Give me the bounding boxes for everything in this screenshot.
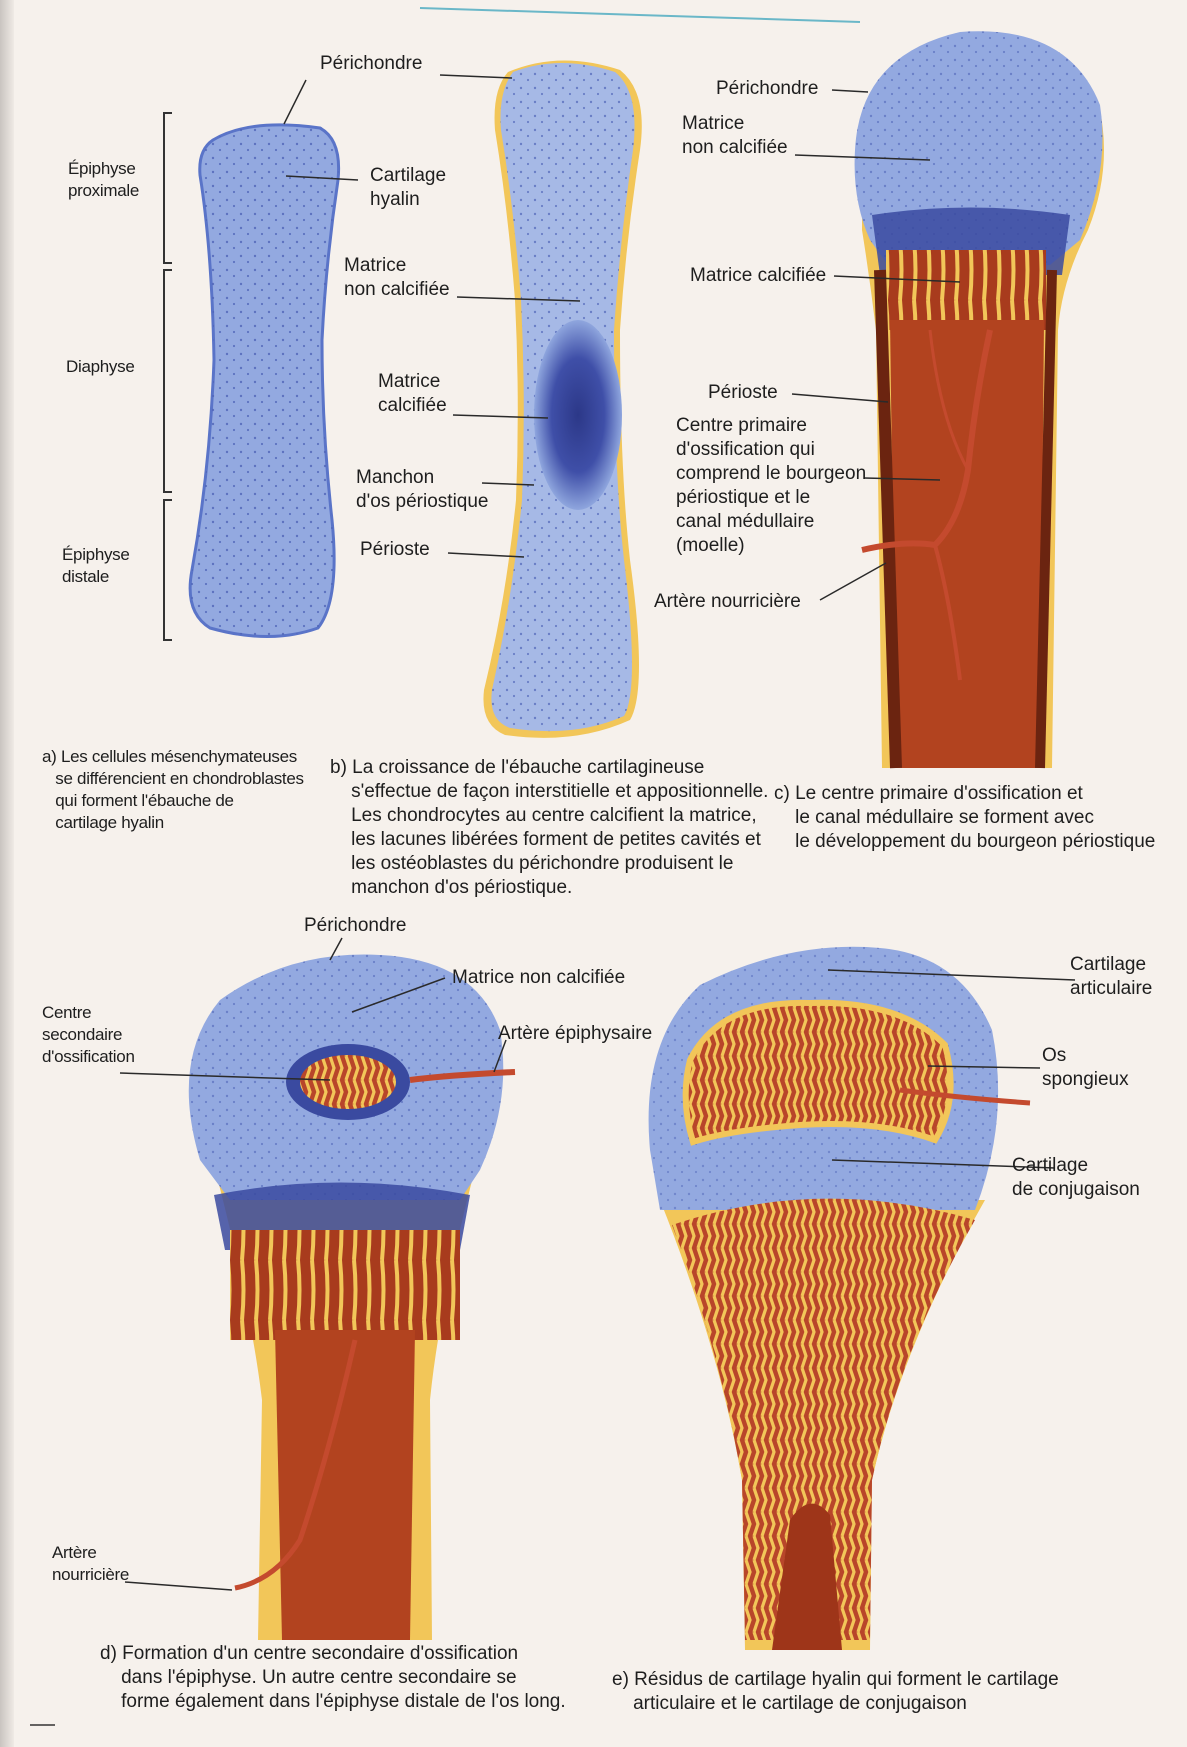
label-b-perioste: Périoste bbox=[360, 538, 430, 562]
panel-e-cartilage-remnants bbox=[649, 947, 1030, 1650]
label-e-cartilage-conjugaison: Cartilage de conjugaison bbox=[1012, 1154, 1140, 1202]
label-a-cartilage-hyalin: Cartilage hyalin bbox=[370, 164, 446, 212]
label-d-matrice-non-calcifiee: Matrice non calcifiée bbox=[452, 966, 625, 990]
label-c-matrice-non-calcifiee: Matrice non calcifiée bbox=[682, 112, 788, 160]
label-d-artere-epiphysaire: Artère épiphysaire bbox=[498, 1022, 652, 1046]
label-c-perichondre: Périchondre bbox=[716, 77, 818, 101]
label-b-matrice-calcifiee: Matrice calcifiée bbox=[378, 370, 447, 418]
panel-a-cartilage-model bbox=[190, 125, 338, 637]
panel-b-growing-model bbox=[483, 60, 641, 737]
caption-e: e) Résidus de cartilage hyalin qui forme… bbox=[612, 1668, 1059, 1716]
label-b-matrice-non-calcifiee: Matrice non calcifiée bbox=[344, 254, 450, 302]
panel-c-primary-center bbox=[855, 31, 1104, 768]
label-a-diaphyse: Diaphyse bbox=[66, 356, 134, 378]
label-c-perioste: Périoste bbox=[708, 381, 778, 405]
label-a-perichondre: Périchondre bbox=[320, 52, 422, 76]
calcified-matrix-center bbox=[534, 320, 622, 510]
top-rule bbox=[420, 8, 860, 22]
label-a-epiphyse-distale: Épiphyse distale bbox=[62, 544, 130, 588]
caption-a: a) Les cellules mésenchymateuses se diff… bbox=[42, 746, 304, 834]
label-a-epiphyse-proximale: Épiphyse proximale bbox=[68, 158, 139, 202]
label-e-os-spongieux: Os spongieux bbox=[1042, 1044, 1129, 1092]
label-d-perichondre: Périchondre bbox=[304, 914, 406, 938]
caption-b: b) La croissance de l'ébauche cartilagin… bbox=[330, 756, 768, 900]
caption-c: c) Le centre primaire d'ossification et … bbox=[774, 782, 1155, 854]
panel-d-secondary-center bbox=[189, 955, 515, 1640]
label-c-centre-primaire: Centre primaire d'ossification qui compr… bbox=[676, 414, 866, 558]
label-d-artere-nourriciere: Artère nourricière bbox=[52, 1542, 129, 1586]
label-b-manchon: Manchon d'os périostique bbox=[356, 466, 489, 514]
label-e-cartilage-articulaire: Cartilage articulaire bbox=[1070, 953, 1152, 1001]
label-c-matrice-calcifiee: Matrice calcifiée bbox=[690, 264, 826, 288]
caption-d: d) Formation d'un centre secondaire d'os… bbox=[100, 1642, 566, 1714]
label-d-centre-secondaire: Centre secondaire d'ossification bbox=[42, 1002, 135, 1068]
panel-a-brackets bbox=[164, 113, 172, 640]
label-c-artere-nourriciere: Artère nourricière bbox=[654, 590, 801, 614]
